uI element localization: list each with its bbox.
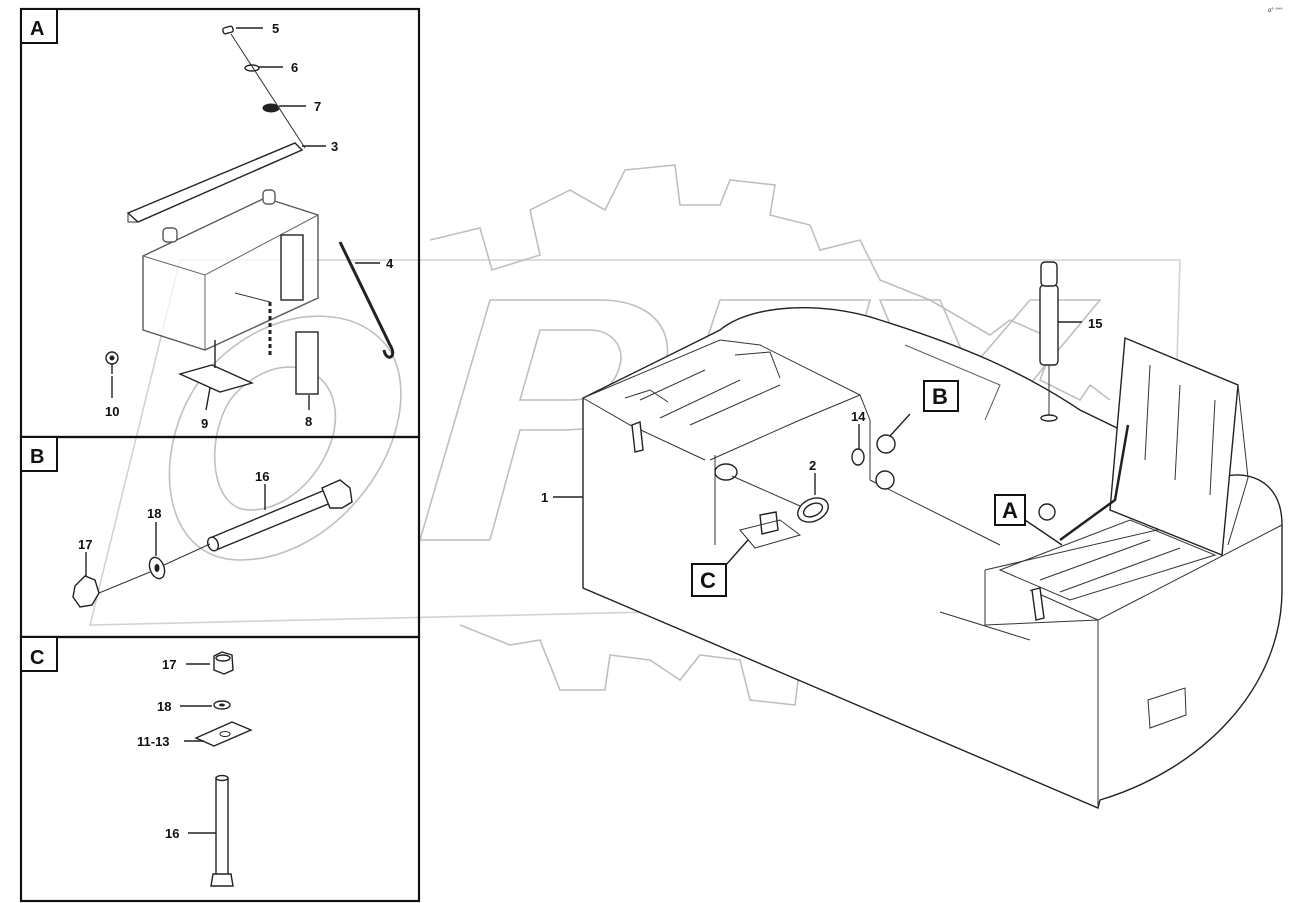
- mat-part-9: [177, 364, 255, 393]
- callout-a-4: 4: [386, 256, 394, 271]
- callout-main-14: 14: [851, 409, 866, 424]
- callout-a-5: 5: [272, 21, 279, 36]
- pin-part-5: [222, 25, 234, 35]
- clamp-bar-part-3: [126, 142, 304, 223]
- panel-b-parts: 16 18 17: [72, 469, 353, 608]
- corner-mark: o° °°°: [1268, 8, 1283, 14]
- callout-c-16: 16: [165, 826, 179, 841]
- callout-c-17: 17: [162, 657, 176, 672]
- battery-part: [142, 189, 319, 351]
- panel-c-letter: C: [30, 647, 44, 669]
- plug-part-a: [1038, 503, 1056, 521]
- callout-b-17: 17: [78, 537, 92, 552]
- callout-c-11-13: 11-13: [137, 734, 170, 749]
- callout-a-10: 10: [105, 404, 119, 419]
- plug-part-b-lower: [875, 470, 895, 490]
- callout-a-3: 3: [331, 139, 338, 154]
- callout-a-8: 8: [305, 414, 312, 429]
- label-main-b: B: [932, 384, 948, 409]
- bolt-part-16c: [215, 777, 229, 877]
- plug-part-b-upper: [876, 434, 896, 454]
- counterweight-assembly: 1 2 14 15 B A C: [541, 261, 1283, 809]
- callout-main-1: 1: [541, 490, 548, 505]
- callout-c-18: 18: [157, 699, 171, 714]
- bolt-part-16: [209, 489, 335, 551]
- panel-a-letter: A: [30, 18, 44, 40]
- label-main-a: A: [1002, 498, 1018, 523]
- label-main-c: C: [700, 568, 716, 593]
- callout-a-7: 7: [314, 99, 321, 114]
- panel-c-parts: 17 18 11-13 16: [137, 651, 253, 887]
- hook-rod-part-4: [338, 241, 395, 359]
- callout-main-15: 15: [1088, 316, 1102, 331]
- panel-c: C: [19, 635, 421, 903]
- panel-b-letter: B: [30, 446, 44, 468]
- strap-part-8-lower: [295, 331, 319, 395]
- callout-b-16: 16: [255, 469, 269, 484]
- callout-a-6: 6: [291, 60, 298, 75]
- panel-a-parts: 5 6 7 3 4 10 9 8: [105, 21, 395, 431]
- callout-a-9: 9: [201, 416, 208, 431]
- washer-part-6: [244, 64, 260, 72]
- strap-part-8-upper: [280, 234, 304, 301]
- nut-part-17: [72, 575, 100, 608]
- battery-lid: [1109, 336, 1239, 556]
- callout-main-2: 2: [809, 458, 816, 473]
- nut-part-14: [851, 448, 865, 466]
- lifting-eye-part-15: [1039, 261, 1059, 422]
- ring-part-7: [262, 103, 280, 113]
- callout-b-18: 18: [147, 506, 161, 521]
